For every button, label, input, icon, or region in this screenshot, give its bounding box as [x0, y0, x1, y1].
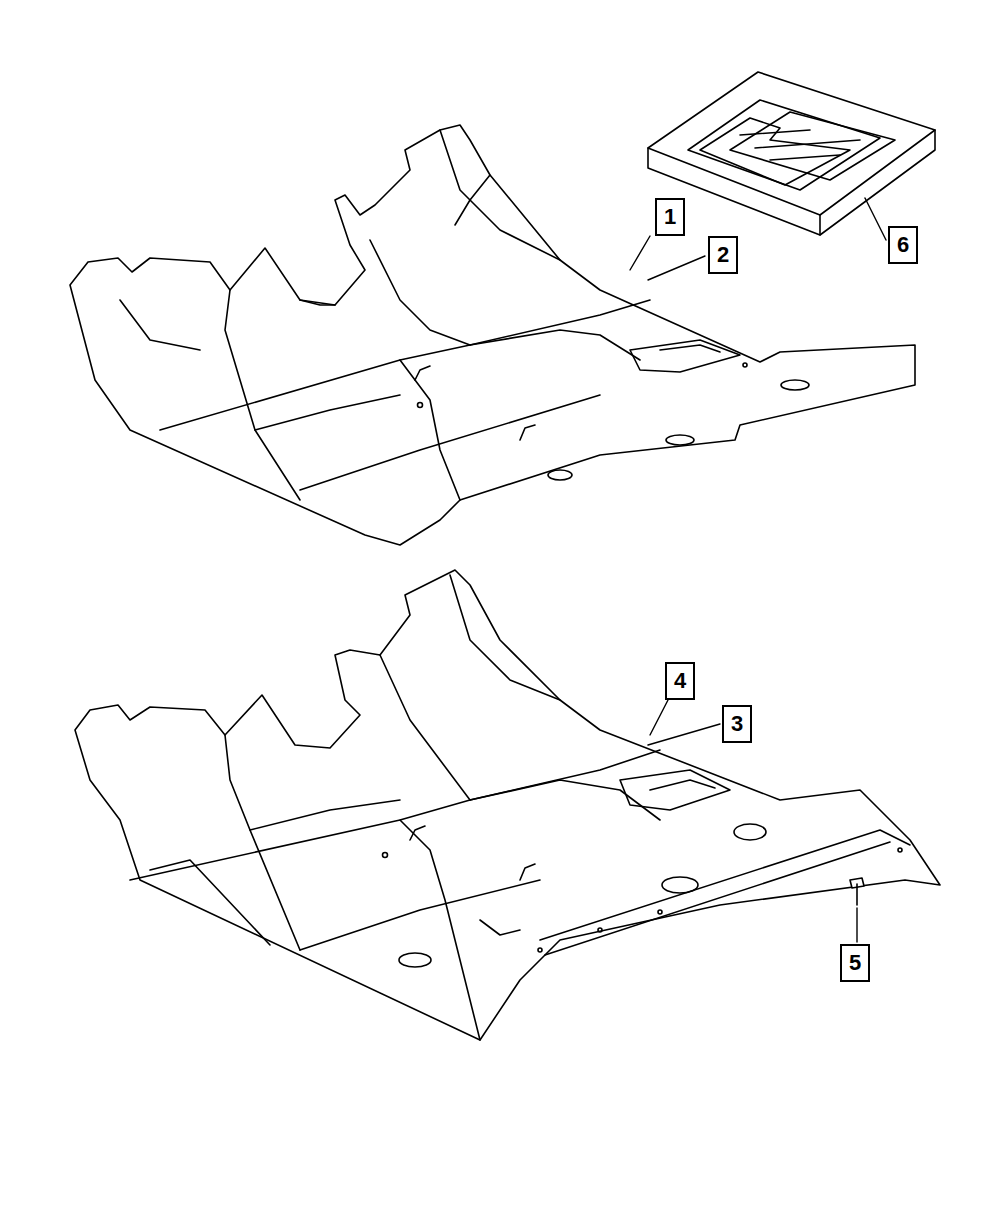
callout-box: 6	[888, 226, 918, 264]
callout-box: 1	[655, 198, 685, 236]
callout-box: 3	[722, 705, 752, 743]
leader-lines	[630, 198, 886, 942]
callout-box: 4	[665, 662, 695, 700]
floor-mat-set	[648, 72, 935, 235]
callout-number: 6	[897, 234, 909, 256]
callout-number: 4	[674, 670, 686, 692]
callout-box: 2	[708, 236, 738, 274]
front-carpet-lower	[75, 570, 940, 1040]
callout-box: 5	[840, 944, 870, 982]
callout-number: 5	[849, 952, 861, 974]
callout-number: 1	[664, 206, 676, 228]
callout-number: 2	[717, 244, 729, 266]
callout-number: 3	[731, 713, 743, 735]
